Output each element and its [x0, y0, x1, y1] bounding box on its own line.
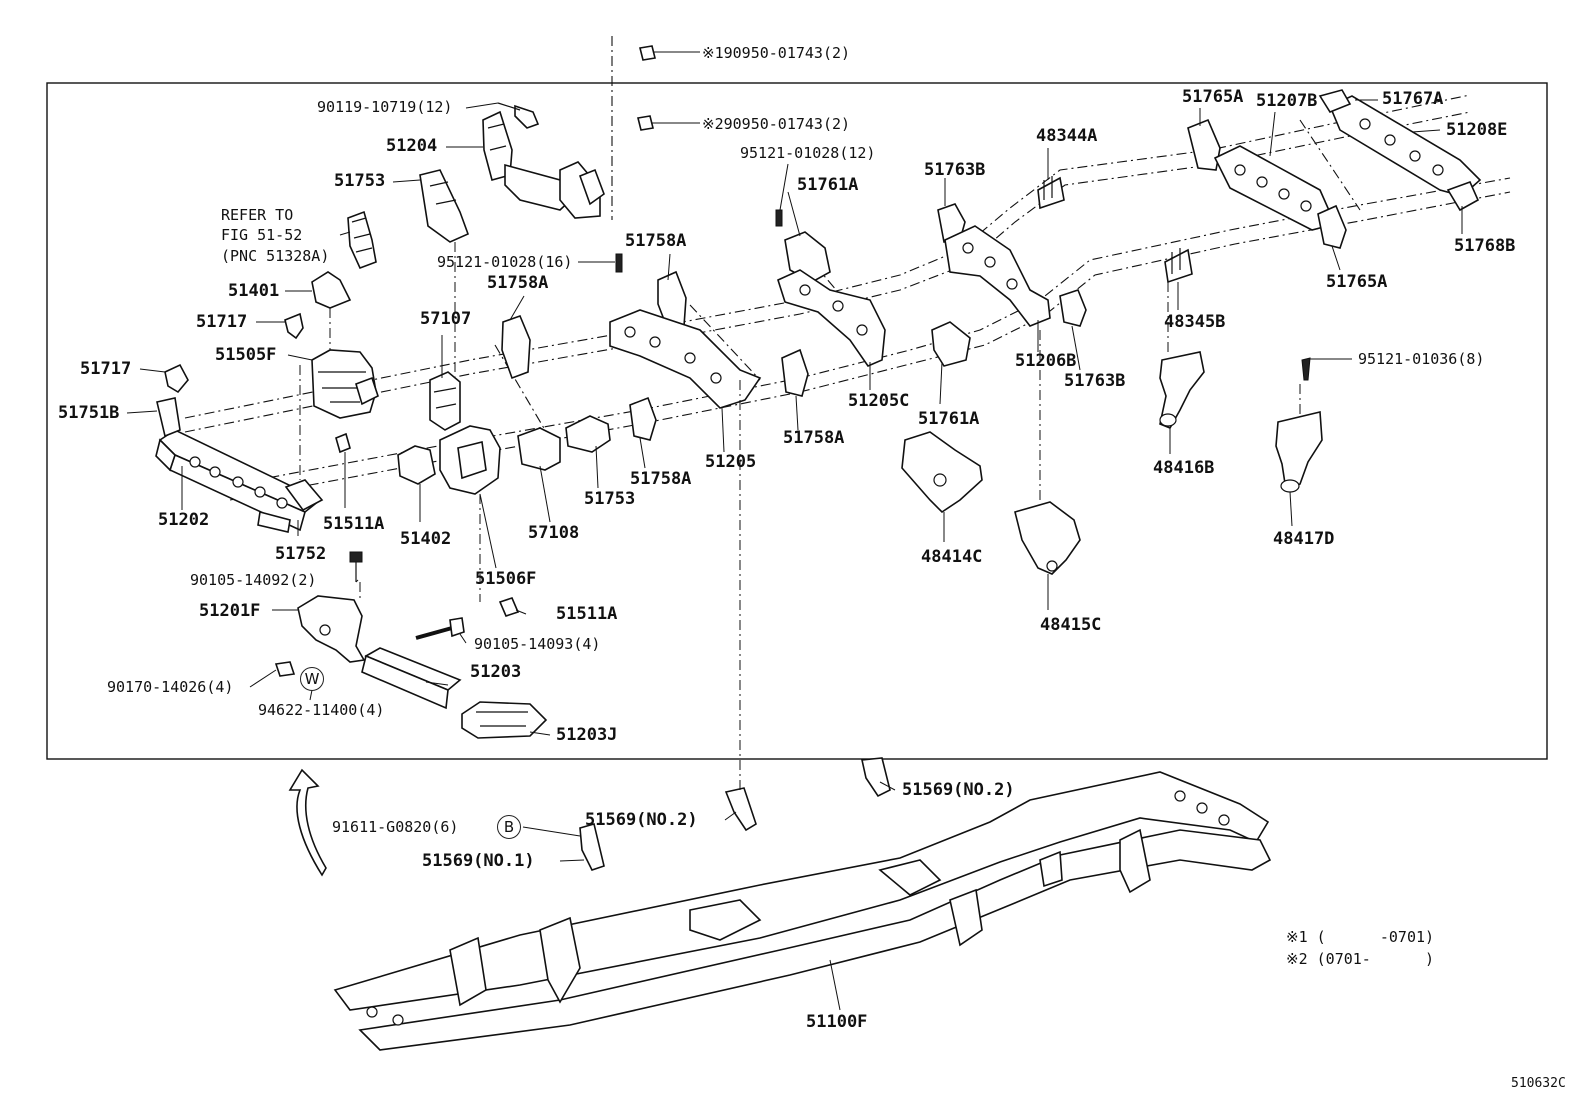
- crossmember-51205: [609, 309, 762, 409]
- label-p5: 51753: [334, 171, 386, 191]
- bracket-51203J: [461, 701, 548, 739]
- label-p8: (PNC 51328A): [221, 247, 330, 265]
- bracket-48417D: [1275, 411, 1323, 493]
- label-p59: 51569(NO.1): [422, 851, 535, 871]
- label-p9: 51401: [228, 281, 280, 301]
- front-crossmember-51202: [155, 397, 324, 533]
- label-p31: 51765A: [1326, 272, 1388, 292]
- washer-symbol: W: [300, 667, 324, 691]
- label-p36: 51205C: [848, 391, 910, 411]
- label-p45: 48415C: [1040, 615, 1102, 635]
- label-p22: 95121-01028(12): [740, 144, 876, 162]
- label-p4: 51204: [386, 136, 438, 156]
- label-p7: FIG 51-52: [221, 226, 303, 244]
- label-p17: 51402: [400, 529, 452, 549]
- inset-frame: [46, 82, 1548, 760]
- label-p14: 51202: [158, 510, 210, 530]
- label-p3: 90119-10719(12): [317, 98, 453, 116]
- bracket-51201F: [297, 595, 366, 663]
- label-p27: 51207B: [1256, 91, 1318, 111]
- label-p48: 90105-14092(2): [190, 571, 317, 589]
- label-p12: 51717: [80, 359, 132, 379]
- label-p34: 51206B: [1015, 351, 1077, 371]
- label-p21: 51758A: [625, 231, 687, 251]
- label-p20: 51758A: [487, 273, 549, 293]
- label-p26: 51765A: [1182, 87, 1244, 107]
- bolt-symbol: B: [497, 815, 521, 839]
- label-p47: 48417D: [1273, 529, 1335, 549]
- label-p49: 51201F: [199, 601, 261, 621]
- note-2: ※2 (0701- ): [1286, 950, 1435, 968]
- label-p43: 51506F: [475, 569, 537, 589]
- label-p38: 51758A: [783, 428, 845, 448]
- label-p55: 51203J: [556, 725, 618, 745]
- frame-assembly-51100F: [333, 771, 1272, 1051]
- mount-51506F: [439, 425, 501, 495]
- label-p18: 57107: [420, 309, 472, 329]
- label-p19: 95121-01028(16): [437, 253, 573, 271]
- label-p24: 51763B: [924, 160, 986, 180]
- label-p35: 51763B: [1064, 371, 1126, 391]
- label-p15: 51752: [275, 544, 327, 564]
- label-p40: 51758A: [630, 469, 692, 489]
- bracket-48414C: [901, 431, 983, 514]
- label-p58: 91611-G0820(6): [332, 818, 459, 836]
- label-p57: 51569(NO.2): [902, 780, 1015, 800]
- label-p53: 90170-14026(4): [107, 678, 234, 696]
- label-p6: REFER TO: [221, 206, 294, 224]
- note-1: ※1 ( -0701): [1286, 928, 1435, 946]
- label-p33: 95121-01036(8): [1358, 350, 1485, 368]
- crossmember-51203: [361, 647, 462, 710]
- label-p56: 51569(NO.2): [585, 810, 698, 830]
- mount-51505F: [311, 349, 379, 419]
- label-p28: 51767A: [1382, 89, 1444, 109]
- label-p16: 51511A: [323, 514, 385, 534]
- bracket-51204: [482, 110, 605, 219]
- label-p51: 51511A: [556, 604, 618, 624]
- label-p60: 51100F: [806, 1012, 868, 1032]
- label-p32: 48345B: [1164, 312, 1226, 332]
- label-p42: 57108: [528, 523, 580, 543]
- label-p11: 51505F: [215, 345, 277, 365]
- crossmember-51208E: [1328, 95, 1482, 197]
- crossmember-51206B: [944, 225, 1051, 327]
- label-p1: ※190950-01743(2): [702, 44, 851, 62]
- figure-id: 510632C: [1511, 1076, 1566, 1091]
- label-p50: 90105-14093(4): [474, 635, 601, 653]
- label-p52: 51203: [470, 662, 522, 682]
- label-p25: 48344A: [1036, 126, 1098, 146]
- label-p41: 51753: [584, 489, 636, 509]
- label-p29: 51208E: [1446, 120, 1508, 140]
- bracket-48416B: [1159, 351, 1205, 430]
- label-p2: ※290950-01743(2): [702, 115, 851, 133]
- leader-lines: [126, 51, 1463, 1011]
- label-p44: 48414C: [921, 547, 983, 567]
- crossmember-51207B: [1213, 145, 1337, 231]
- label-p23: 51761A: [797, 175, 859, 195]
- label-p54: 94622-11400(4): [258, 701, 385, 719]
- bracket-48415C: [1014, 501, 1081, 575]
- label-p10: 51717: [196, 312, 248, 332]
- crossmember-51205C: [777, 269, 886, 367]
- label-p37: 51761A: [918, 409, 980, 429]
- label-p30: 51768B: [1454, 236, 1516, 256]
- label-p39: 51205: [705, 452, 757, 472]
- label-p46: 48416B: [1153, 458, 1215, 478]
- label-p13: 51751B: [58, 403, 120, 423]
